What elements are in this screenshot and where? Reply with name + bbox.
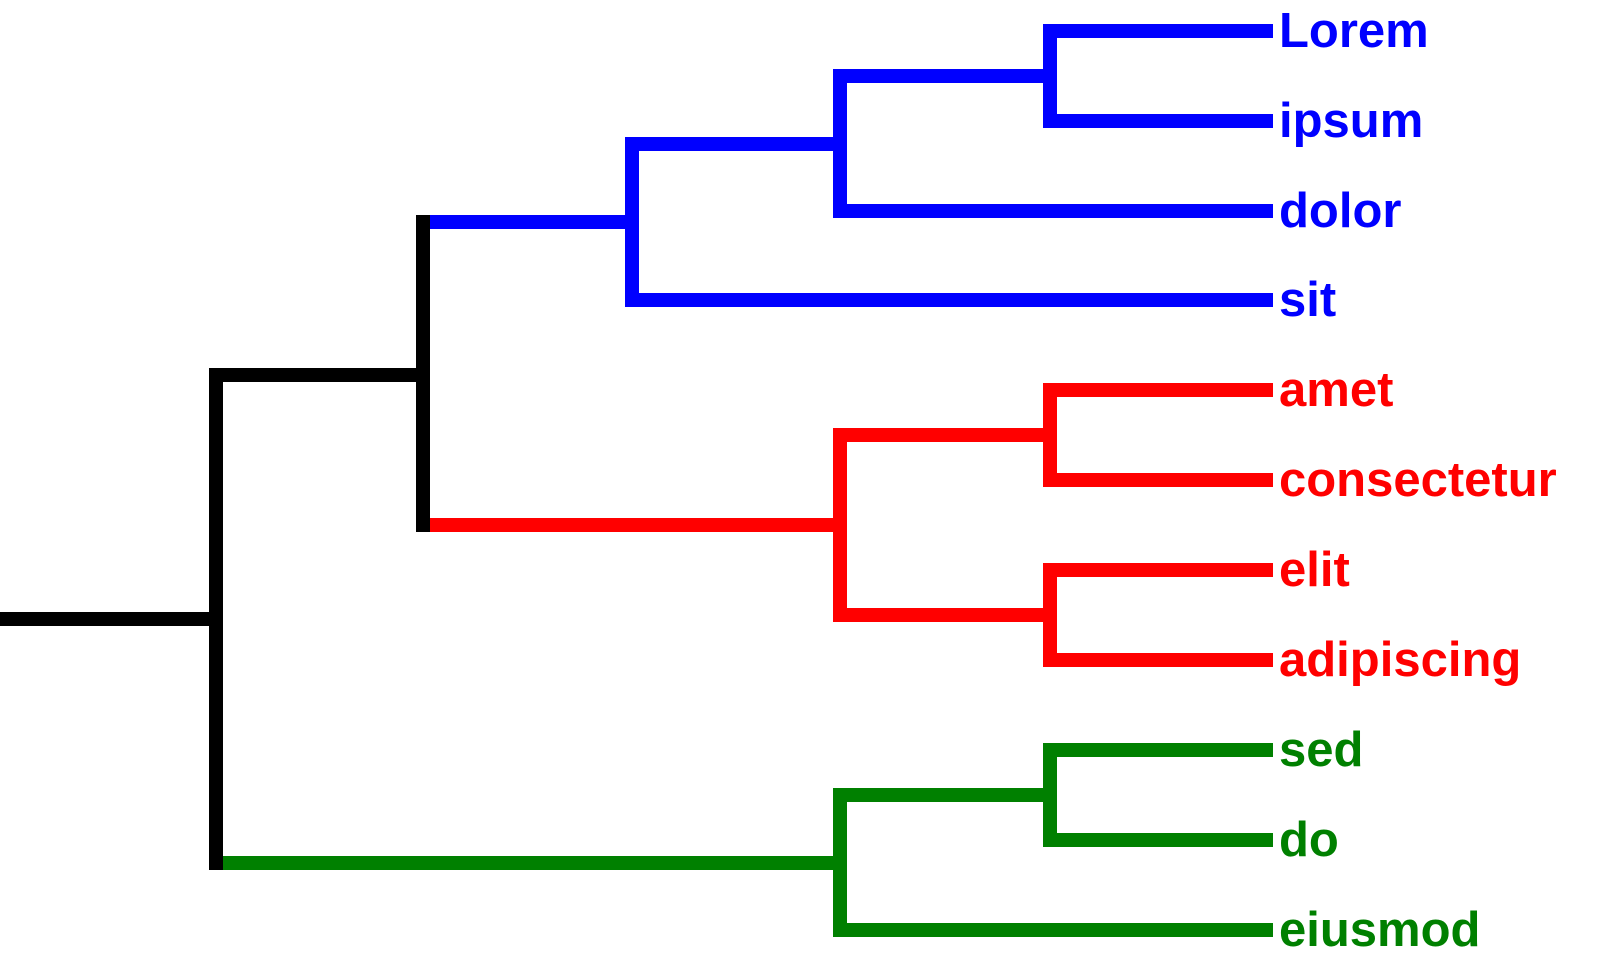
leaf-label-ipsum: ipsum xyxy=(1279,94,1423,148)
leaf-labels: Lorem ipsum dolor sit amet consectetur e… xyxy=(1279,4,1557,957)
leaf-label-consectetur: consectetur xyxy=(1279,453,1557,507)
leaf-label-eiusmod: eiusmod xyxy=(1279,903,1480,957)
leaf-label-lorem: Lorem xyxy=(1279,4,1429,58)
leaf-label-sed: sed xyxy=(1279,723,1363,777)
leaf-label-adipiscing: adipiscing xyxy=(1279,633,1521,687)
leaf-label-amet: amet xyxy=(1279,363,1393,417)
leaf-label-do: do xyxy=(1279,813,1339,867)
leaf-label-sit: sit xyxy=(1279,273,1336,327)
leaf-label-elit: elit xyxy=(1279,543,1350,597)
leaf-label-dolor: dolor xyxy=(1279,184,1401,238)
branches xyxy=(0,24,1273,937)
